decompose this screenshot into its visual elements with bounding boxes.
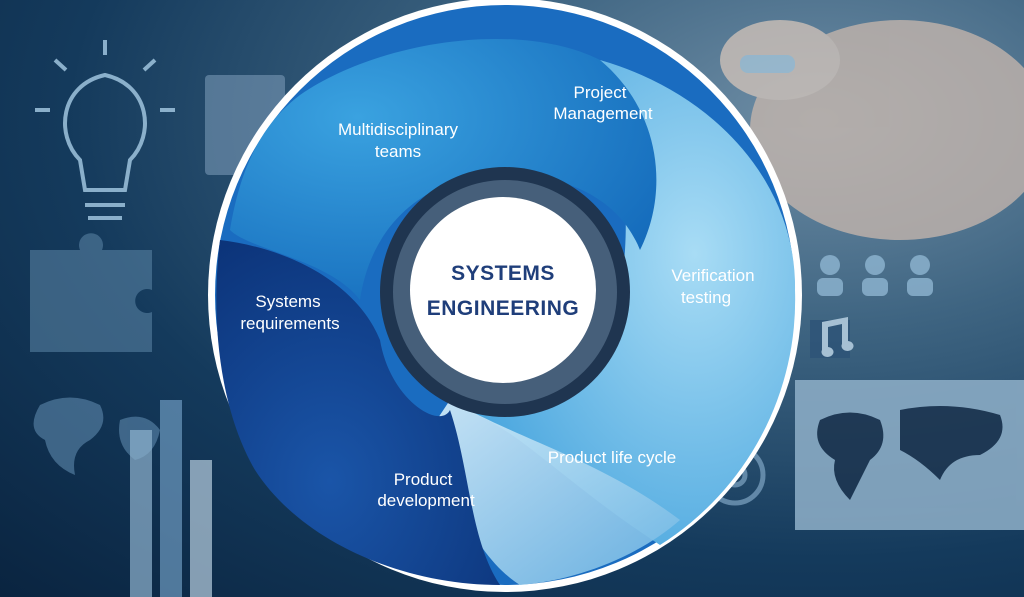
label-project-management-1: Project (574, 83, 627, 102)
puzzle-icon (30, 233, 152, 352)
hand-with-pen (720, 20, 1024, 240)
lightbulb-icon (35, 40, 175, 220)
label-multidisciplinary-teams-1: Multidisciplinary (338, 120, 458, 139)
world-map-icon-right (795, 380, 1024, 530)
segment-mid-swirl (230, 38, 657, 300)
segment-dark-swirl (216, 240, 500, 585)
label-systems-requirements-1: Systems (255, 292, 320, 311)
label-project-management-2: Management (553, 104, 653, 123)
label-product-life-cycle: Product life cycle (548, 448, 677, 467)
cycle-diagram: SYSTEMS ENGINEERING Project Management M… (208, 0, 802, 592)
label-product-development-2: development (377, 491, 475, 510)
center-circle (410, 197, 596, 383)
people-icon (817, 255, 933, 296)
label-verification-testing-1: Verification (671, 266, 754, 285)
label-multidisciplinary-teams-2: teams (375, 142, 421, 161)
label-product-development-1: Product (394, 470, 453, 489)
segment-translucent (430, 400, 680, 585)
label-systems-requirements-2: requirements (240, 314, 339, 333)
center-title-line1: SYSTEMS (451, 262, 555, 285)
label-verification-testing-2: testing (681, 288, 731, 307)
center-title-line2: ENGINEERING (427, 297, 580, 320)
music-note-icon (810, 317, 854, 358)
bar-chart-icon (130, 400, 212, 597)
